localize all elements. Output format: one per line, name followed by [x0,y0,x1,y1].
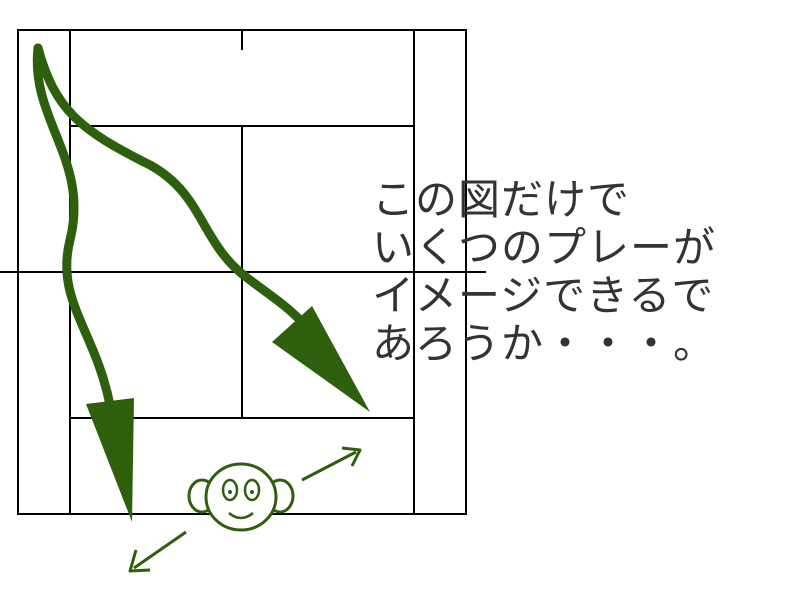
monkey-mouth-icon [228,512,254,520]
player-move-left-arrowhead [128,549,151,573]
cross-court-arrowhead [272,306,370,412]
caption-line-2: いくつのプレーが [372,223,717,272]
player-move-left-line [133,530,187,570]
caption-line-3: イメージできるで [372,271,715,320]
diagram-caption: この図だけで いくつのプレーが イメージできるで あろうか・・・。 [372,176,792,368]
monkey-head-icon [204,462,278,532]
shot-arrows [32,43,370,573]
player-move-right-line [301,450,357,482]
down-the-line-arrowhead [86,398,134,522]
monkey-face-icon [187,462,295,532]
down-the-line-shot-path [32,43,115,410]
player-move-right-arrowhead [341,446,362,467]
caption-line-1: この図だけで [372,175,631,224]
cross-court-shot-path [33,43,303,323]
monkey-right-pupil-icon [250,490,254,494]
monkey-left-pupil-icon [228,490,232,494]
caption-line-4: あろうか・・・。 [372,319,717,368]
